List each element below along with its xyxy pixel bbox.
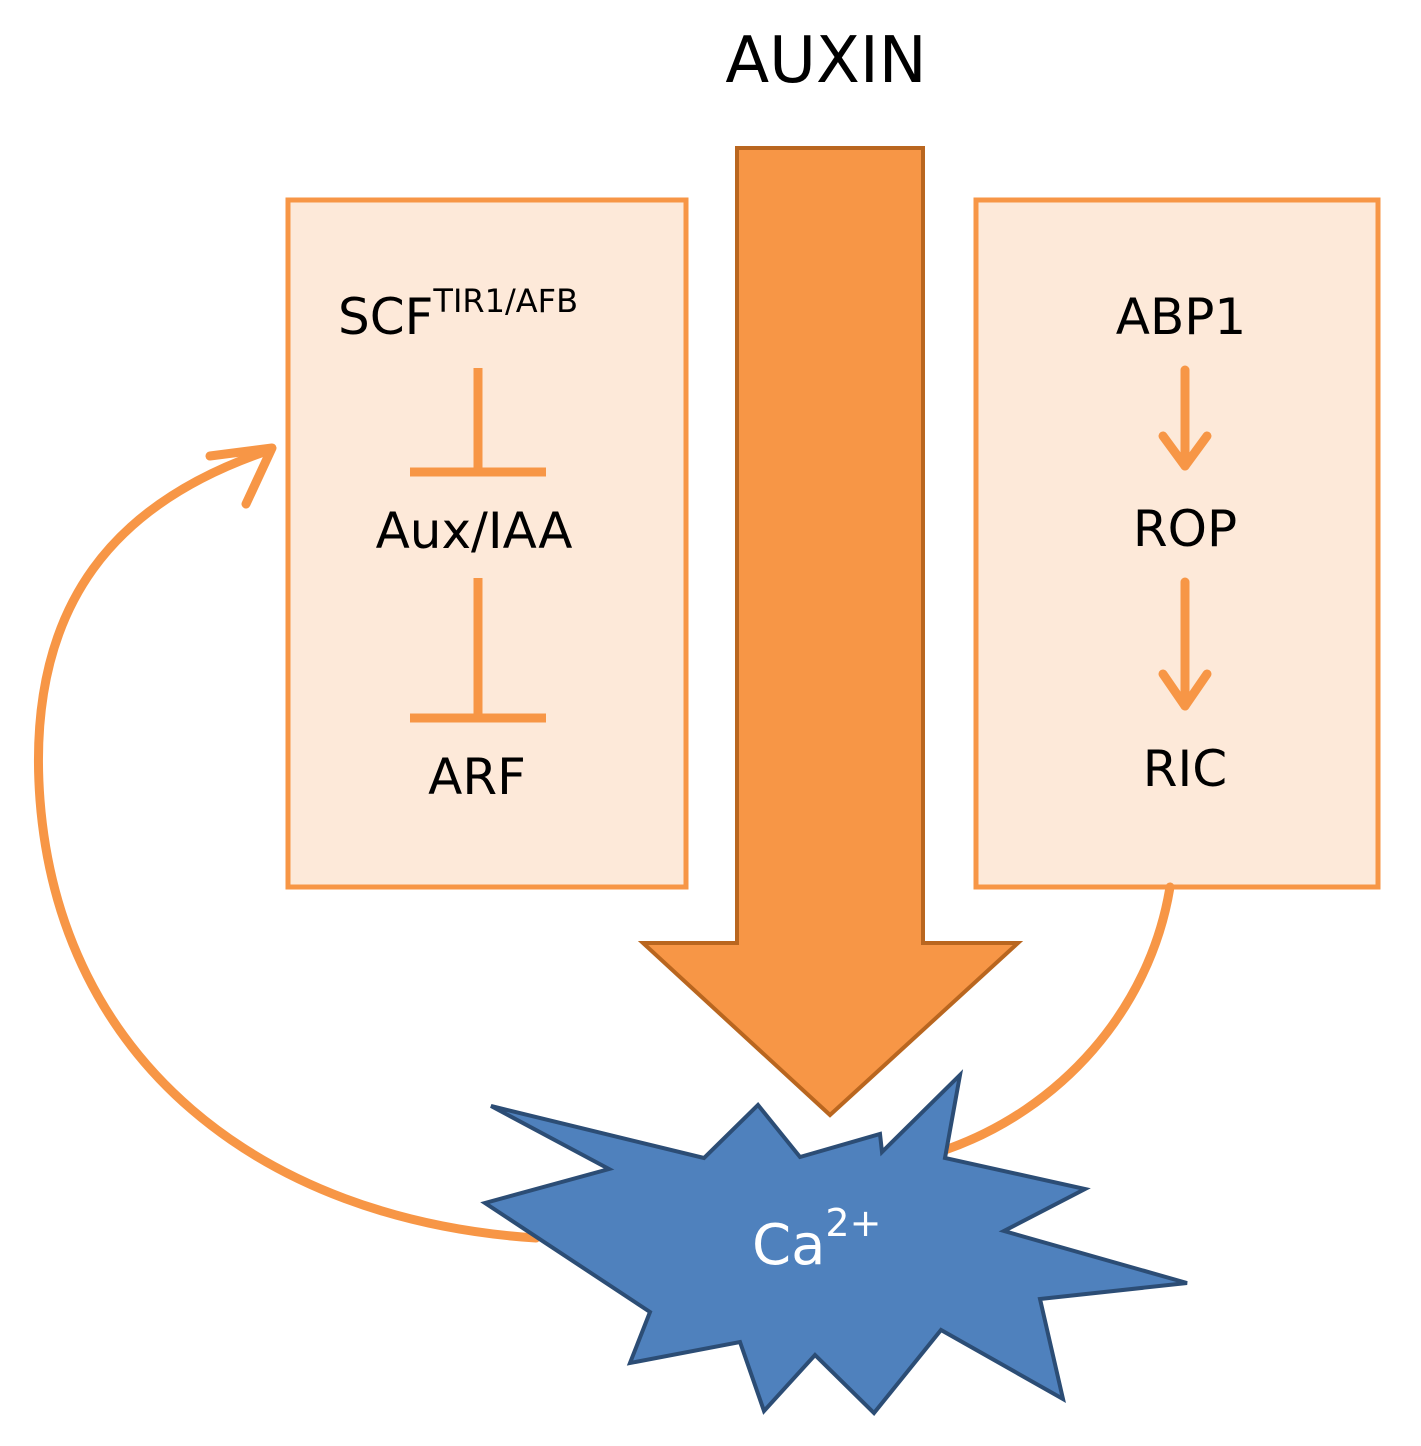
- scf-pathway-box: [285, 197, 689, 890]
- feedback-arrowhead: [205, 443, 277, 509]
- scf-label: SCFTIR1/AFB: [338, 282, 578, 346]
- auxin-main-arrow: [637, 146, 1024, 1118]
- abp1-to-rop-arrow: [1158, 365, 1212, 471]
- ric-to-calcium-curve: [940, 882, 1175, 1155]
- rop-label: ROP: [1133, 500, 1237, 558]
- scf-main-text: SCF: [338, 288, 433, 346]
- calcium-label: Ca2+: [752, 1201, 881, 1278]
- aux-iaa-label: Aux/IAA: [376, 502, 573, 560]
- calcium-superscript: 2+: [825, 1201, 881, 1245]
- scf-inhibits-aux-connector: [410, 368, 546, 477]
- abp1-pathway-box: [973, 197, 1381, 890]
- calcium-burst-shape: [480, 1069, 1188, 1416]
- abp1-label: ABP1: [1116, 288, 1246, 346]
- scf-superscript: TIR1/AFB: [432, 282, 578, 320]
- aux-inhibits-arf-connector: [410, 578, 546, 723]
- rop-to-ric-arrow: [1158, 577, 1212, 711]
- calcium-to-scf-feedback-curve: [34, 445, 541, 1243]
- diagram-title: AUXIN: [725, 24, 926, 98]
- ric-label: RIC: [1143, 740, 1227, 798]
- arf-label: ARF: [428, 748, 526, 806]
- calcium-main-text: Ca: [752, 1213, 825, 1278]
